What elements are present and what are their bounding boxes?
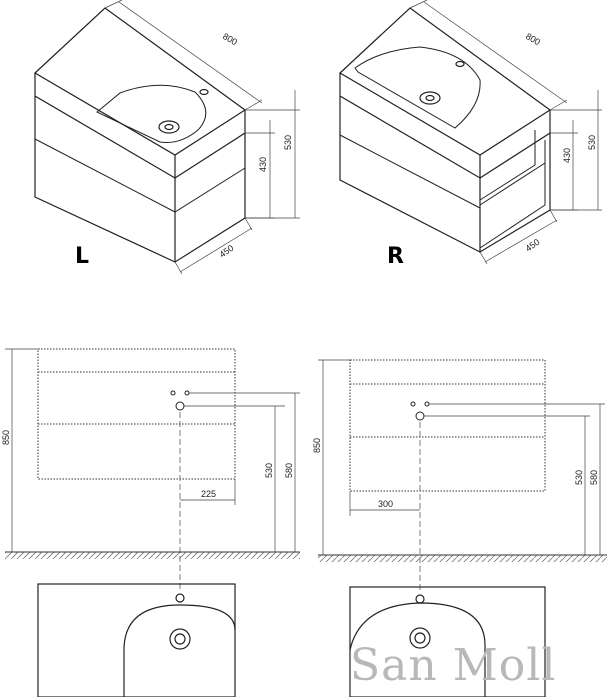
right-iso-height-total-label: 530	[587, 135, 597, 150]
right-front-offset-label: 300	[378, 499, 393, 509]
right-iso-depth-label: 450	[523, 237, 541, 254]
right-front-fittings	[410, 401, 430, 421]
left-front-dimensions	[5, 348, 300, 590]
left-front-offset-label: 225	[201, 489, 216, 499]
right-floor	[318, 554, 607, 562]
left-iso-width-label: 800	[221, 31, 239, 47]
right-front-tap-label: 580	[589, 470, 599, 485]
left-front-fittings	[170, 390, 190, 411]
right-iso-dimensions	[409, 0, 602, 265]
left-iso-dimensions	[104, 0, 300, 275]
right-iso-width-label: 800	[524, 31, 542, 47]
right-front-height-label: 850	[312, 438, 322, 453]
left-front-tap-label: 580	[284, 463, 294, 478]
right-front-drain-label: 530	[574, 470, 584, 485]
left-iso-height-inner-label: 430	[258, 157, 268, 172]
left-iso-cabinet	[34, 7, 247, 263]
left-iso-depth-label: 450	[217, 243, 235, 260]
right-front-elevation	[349, 359, 546, 492]
right-iso-height-inner-label: 430	[562, 148, 572, 163]
left-floor	[5, 551, 300, 559]
left-iso-letter: L	[75, 244, 89, 269]
right-front-dimensions	[318, 359, 605, 590]
left-front-elevation	[37, 348, 236, 480]
right-iso-letter: R	[387, 244, 404, 269]
left-front-drain-label: 530	[264, 463, 274, 478]
watermark: San Moll	[350, 640, 556, 691]
left-front-height-label: 850	[1, 430, 11, 445]
right-iso-cabinet	[339, 7, 552, 254]
right-plan-view	[349, 586, 546, 697]
left-iso-height-total-label: 530	[283, 135, 293, 150]
left-plan-view	[37, 583, 236, 697]
